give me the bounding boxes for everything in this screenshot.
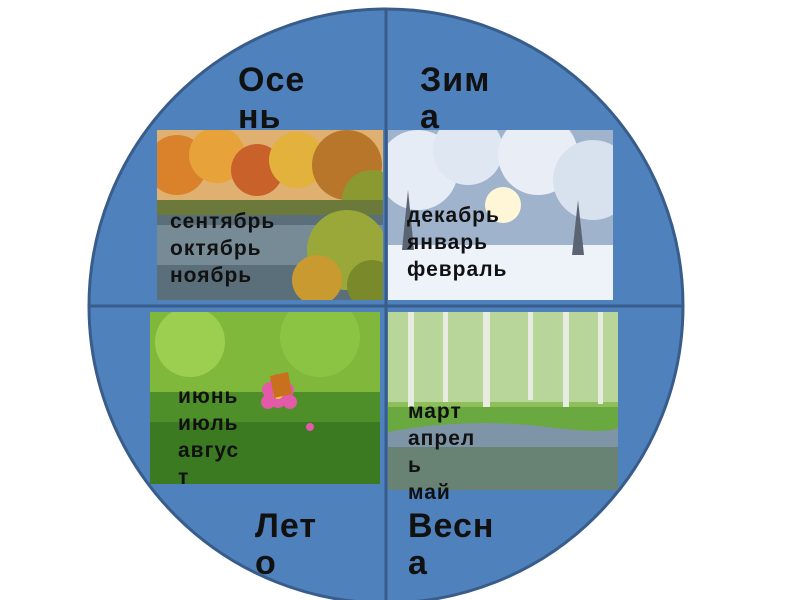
month-label: сентябрь (170, 208, 280, 235)
autumn-months: сентябрь октябрь ноябрь (170, 208, 280, 289)
month-label: май (408, 479, 488, 506)
month-label: октябрь (170, 235, 280, 262)
month-label: декабрь (407, 202, 537, 229)
spring-title: Весна (408, 508, 498, 582)
winter-title: Зима (420, 62, 500, 136)
spring-months: март апрель май (408, 398, 488, 506)
month-label: февраль (407, 256, 537, 283)
month-label: март (408, 398, 488, 425)
month-label: ноябрь (170, 262, 280, 289)
winter-months: декабрь январь февраль (407, 202, 537, 283)
month-label: апрель (408, 425, 488, 479)
month-label: июль (178, 410, 250, 437)
summer-months: июнь июль август (178, 383, 250, 491)
autumn-title: Осень (238, 62, 318, 136)
summer-title: Лето (255, 508, 335, 582)
month-label: июнь (178, 383, 250, 410)
month-label: август (178, 437, 250, 491)
month-label: январь (407, 229, 537, 256)
